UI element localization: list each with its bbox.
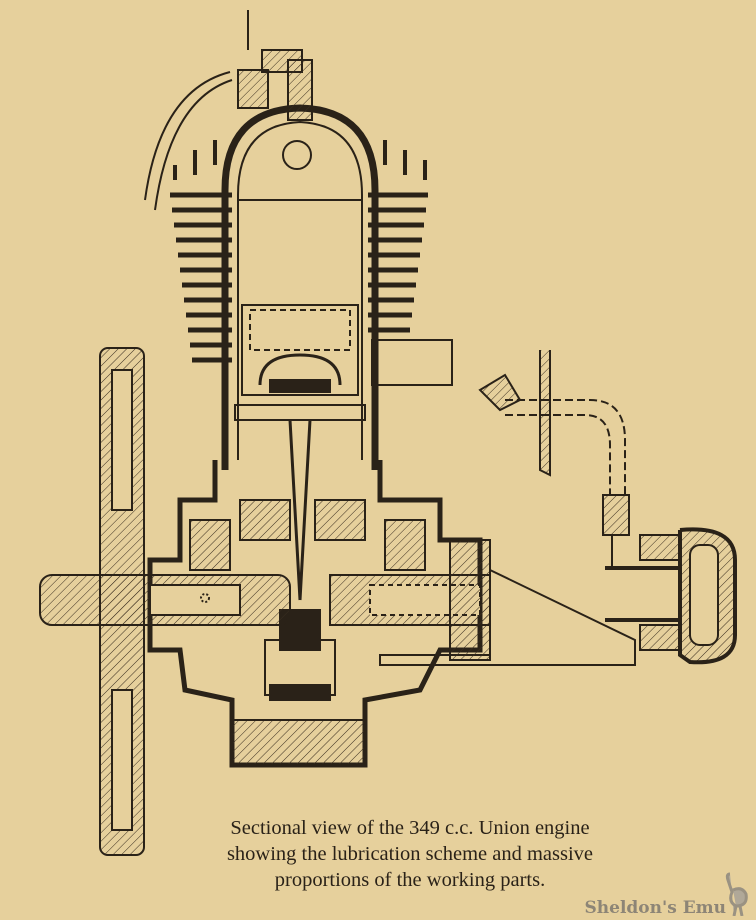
mainshaft (39, 539, 636, 666)
oil-pipe (478, 350, 630, 570)
cylinder-head (173, 104, 427, 470)
magneto (605, 527, 737, 665)
spark-plug (144, 10, 313, 211)
emu-logo-icon (725, 872, 748, 916)
cylinder-fins (170, 192, 428, 363)
connecting-rod (234, 404, 366, 701)
crankcase (147, 460, 483, 768)
piston (241, 304, 453, 396)
caption-line-1: Sectional view of the 349 c.c. Union eng… (230, 817, 590, 839)
caption-line-2: showing the lubrication scheme and massi… (226, 843, 594, 865)
figure-caption: Sectional view of the 349 c.c. Union eng… (150, 815, 670, 893)
watermark: Sheldon's Emu (584, 898, 727, 918)
caption-line-3: proportions of the working parts. (274, 869, 546, 891)
